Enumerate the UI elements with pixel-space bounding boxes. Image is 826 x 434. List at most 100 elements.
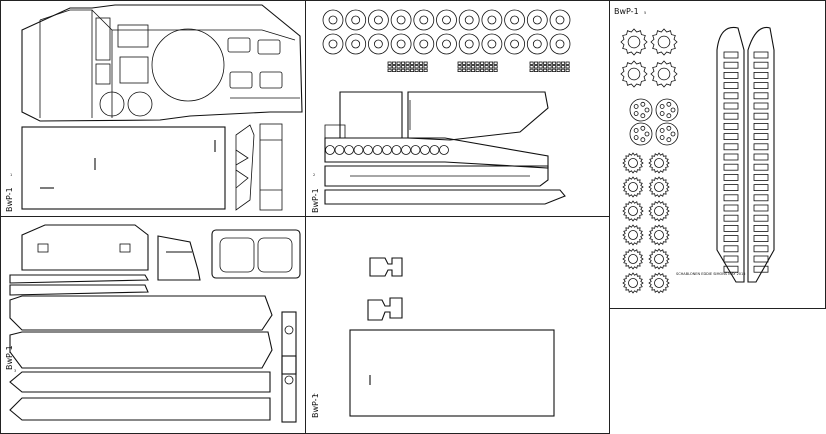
track-link-left (723, 184, 739, 192)
track-link (534, 68, 539, 72)
track-link-right (753, 245, 769, 253)
sheet-5-number: 5 (644, 11, 646, 15)
track-link (401, 68, 406, 72)
track-link (462, 65, 467, 69)
sheet-2-label: BwP-1 (311, 188, 320, 213)
rear-panel-notch-2 (119, 243, 131, 253)
track-left (716, 26, 745, 283)
drive-wheel-hole (666, 137, 672, 143)
drive-wheel-hole (633, 135, 639, 140)
track-link-right (753, 61, 769, 69)
drive-wheel-hole (666, 125, 672, 131)
return-roller (648, 200, 670, 222)
track-link-right (753, 112, 769, 120)
track-link (529, 61, 534, 65)
hull-fold-lines (91, 9, 296, 118)
track-link (410, 61, 415, 65)
port-circle-right (127, 91, 153, 117)
return-roller (622, 200, 644, 222)
track-link (484, 61, 489, 65)
drive-wheel-hole (640, 137, 646, 143)
track-link-left (723, 112, 739, 120)
road-wheel-hub (532, 15, 542, 25)
sheet-5-track-links (723, 51, 769, 273)
track-link-right (753, 51, 769, 59)
track-link-right (753, 265, 769, 273)
road-wheel (549, 9, 571, 31)
track-link-right (753, 143, 769, 151)
track-link-left (723, 265, 739, 273)
track-link (410, 65, 415, 69)
road-wheel (345, 33, 367, 55)
commander-hatch (117, 24, 149, 48)
road-wheel (526, 9, 548, 31)
track-link-left (723, 153, 739, 161)
return-roller-hub (628, 158, 638, 168)
road-wheel-hub (487, 39, 497, 49)
rear-panel (21, 224, 149, 271)
drive-wheel-hole (659, 111, 665, 116)
track-link (489, 61, 494, 65)
track-link-left (723, 102, 739, 110)
track-link (556, 61, 561, 65)
door-left (219, 237, 255, 273)
track-link (543, 68, 548, 72)
road-wheel (504, 9, 525, 31)
sheet-2-parts: BwP-1 2 (311, 91, 566, 213)
road-wheel-hub (351, 15, 361, 25)
sprocket-wheel-hub (627, 67, 641, 81)
track-link (565, 61, 570, 65)
rear-hatch (119, 56, 149, 84)
road-wheel (481, 33, 503, 55)
idler-wheel (353, 145, 364, 155)
road-wheel-hub (396, 15, 406, 25)
drive-wheel-hole (659, 104, 665, 109)
sheet-1-frame (0, 0, 306, 217)
track-link (565, 68, 570, 72)
track-link (466, 65, 471, 69)
track-link (543, 61, 548, 65)
track-link-left (723, 173, 739, 181)
track-link (462, 68, 467, 72)
track-link (466, 61, 471, 65)
track-link (396, 65, 401, 69)
thin-strip-1 (9, 274, 149, 284)
driver-hatch (95, 17, 111, 61)
return-roller (648, 248, 670, 270)
drive-wheel-hole (633, 104, 639, 109)
idler-wheel (439, 145, 449, 155)
road-wheel-hub (555, 15, 565, 25)
return-roller-hub (628, 254, 638, 264)
track-link-right (753, 133, 769, 141)
track-link (466, 68, 471, 72)
track-link (480, 65, 485, 69)
track-link (410, 68, 415, 72)
vertical-strip-2 (281, 355, 297, 375)
track-link (457, 68, 462, 72)
track-link (561, 68, 566, 72)
track-link-right (753, 82, 769, 89)
drive-wheel (655, 98, 679, 122)
bottom-plate (349, 329, 555, 417)
track-link (475, 65, 480, 69)
hatch-2 (95, 63, 111, 85)
track-link (414, 61, 419, 65)
track-link (556, 68, 561, 72)
track-link-left (723, 82, 739, 89)
roof-hatch-3 (229, 71, 253, 89)
track-link (561, 61, 566, 65)
return-roller-hub (654, 230, 664, 240)
track-link (484, 68, 489, 72)
track-link-right (753, 194, 769, 202)
sheet-1-number: 1 (10, 173, 12, 177)
road-wheel-hub (442, 39, 451, 49)
track-link-left (723, 235, 739, 243)
sheet-1-label: BwP-1 (5, 187, 14, 212)
sheet-2-frame (305, 0, 610, 217)
road-wheel-hub (464, 39, 474, 49)
track-link (471, 68, 476, 72)
drive-wheel-hole (640, 113, 646, 119)
return-roller (648, 152, 670, 174)
track-link-left (723, 61, 739, 69)
drive-wheel (655, 122, 679, 146)
